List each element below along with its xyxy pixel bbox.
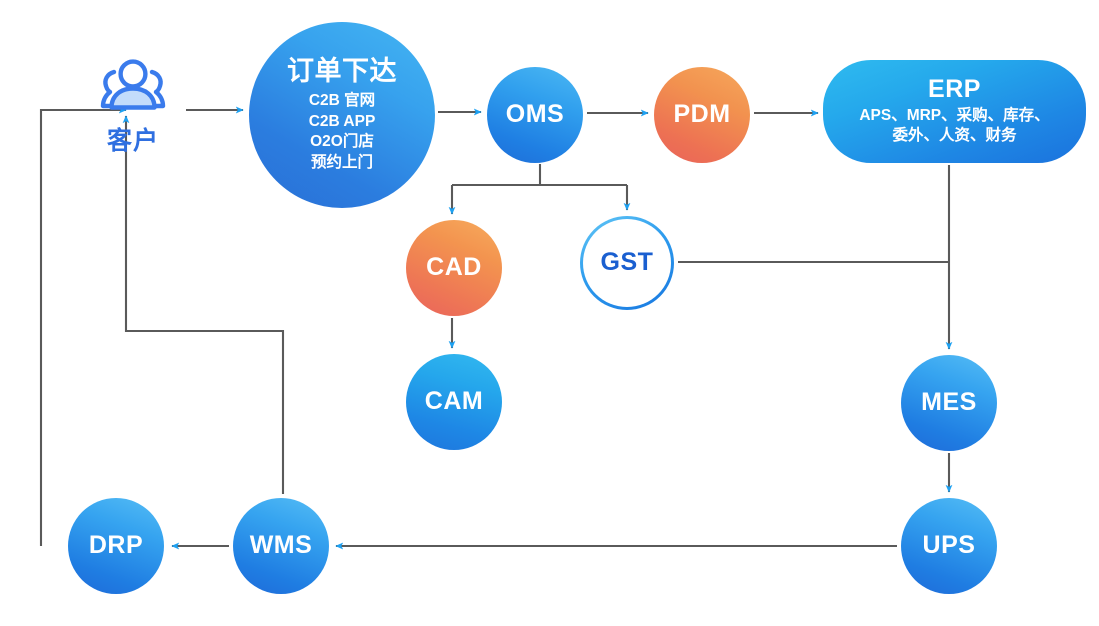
node-order-line-3: O2O门店 [310, 133, 374, 151]
node-gst-label: GST [600, 248, 654, 277]
node-erp-line-1: APS、MRP、采购、库存、 [859, 106, 1050, 124]
node-wms-label: WMS [249, 531, 313, 560]
node-oms[interactable]: OMS [487, 67, 583, 163]
edge-drp-to-customer [39, 106, 127, 546]
node-pdm[interactable]: PDM [654, 67, 750, 163]
node-cam[interactable]: CAM [406, 354, 502, 450]
node-erp-line-2: 委外、人资、财务 [892, 127, 1017, 145]
node-erp[interactable]: ERP APS、MRP、采购、库存、 委外、人资、财务 [823, 60, 1086, 163]
node-erp-label: ERP [928, 75, 981, 104]
node-drp-label: DRP [88, 531, 144, 560]
node-cad[interactable]: CAD [406, 220, 502, 316]
node-ups[interactable]: UPS [901, 498, 997, 594]
node-customer[interactable]: 客户 [83, 52, 183, 162]
customer-label: 客户 [106, 127, 159, 155]
node-order-line-2: C2B APP [308, 112, 376, 130]
node-order-line-1: C2B 官网 [308, 92, 376, 110]
node-drp[interactable]: DRP [68, 498, 164, 594]
node-gst[interactable]: GST [580, 216, 674, 310]
node-order-title: 订单下达 [287, 55, 397, 86]
edge-wms-to-customer [122, 115, 285, 494]
node-ups-label: UPS [922, 531, 976, 560]
node-cad-label: CAD [426, 253, 482, 282]
node-oms-label: OMS [505, 100, 565, 129]
node-mes[interactable]: MES [901, 355, 997, 451]
node-order-line-4: 预约上门 [310, 153, 373, 171]
node-cam-label: CAM [424, 387, 484, 416]
node-pdm-label: PDM [673, 100, 731, 129]
node-wms[interactable]: WMS [233, 498, 329, 594]
node-mes-label: MES [921, 388, 977, 417]
users-group-icon [100, 59, 166, 110]
node-order-placement[interactable]: 订单下达 C2B 官网 C2B APP O2O门店 预约上门 [249, 22, 435, 208]
